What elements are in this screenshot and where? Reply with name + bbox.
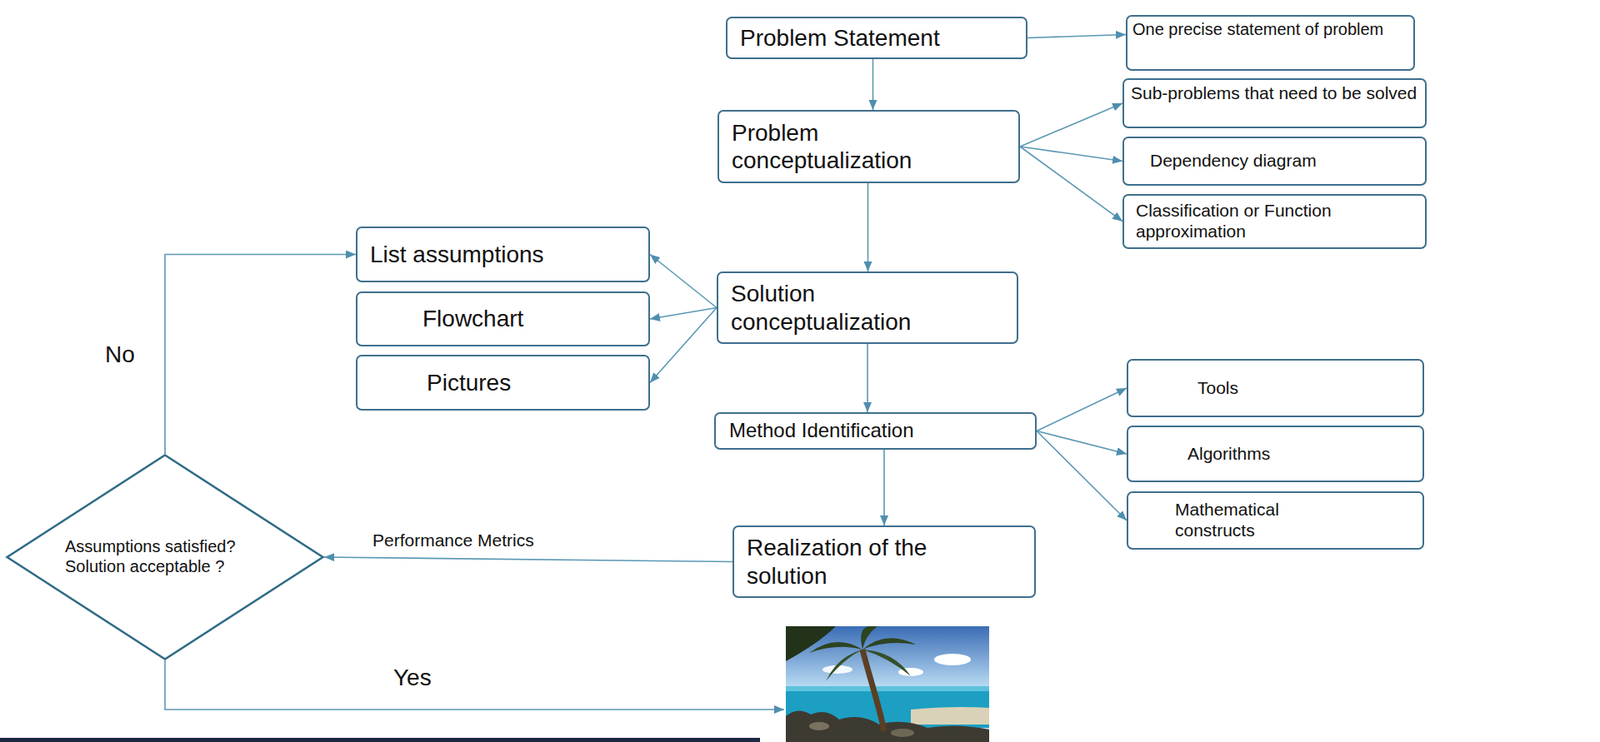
process-box: Mathematical constructs	[1126, 491, 1425, 550]
sea-horizon	[785, 686, 990, 692]
flow-arrow	[165, 255, 356, 455]
process-box: List assumptions	[355, 226, 650, 283]
sky	[785, 626, 990, 742]
decision-diamond: Assumptions satisfied? Solution acceptab…	[5, 454, 325, 661]
yes-line	[165, 660, 785, 710]
flow-arrow	[872, 59, 875, 110]
foliage	[785, 626, 836, 662]
process-box: Method Identification	[714, 412, 1037, 450]
node-text: Sub-problems that need to be solved	[1130, 83, 1417, 105]
bottom-bar	[0, 738, 760, 742]
rock	[809, 722, 830, 731]
connectors	[165, 34, 1127, 562]
node-text: List assumptions	[370, 240, 545, 269]
process-box: Classification or Function approximation	[1122, 194, 1427, 250]
flow-arrow	[1020, 146, 1123, 222]
cloud	[934, 654, 971, 666]
diamond-shape	[7, 455, 324, 660]
node-text: One precise statement of problem	[1132, 20, 1384, 40]
node-text: Tools	[1197, 378, 1239, 400]
flow-arrow	[650, 308, 717, 320]
node-text: Method Identification	[729, 419, 914, 443]
node-text: Dependency diagram	[1150, 150, 1317, 172]
flow-arrow	[650, 308, 717, 384]
palm-leaf	[809, 642, 863, 654]
flow-arrow	[883, 450, 885, 526]
flow-arrow	[1020, 146, 1123, 162]
process-box: Sub-problems that need to be solved	[1122, 78, 1427, 129]
node-text: Pictures	[426, 369, 511, 397]
node-text: Mathematical constructs	[1175, 500, 1300, 542]
edge-label: Performance Metrics	[372, 530, 535, 551]
flow-arrow	[1036, 431, 1127, 455]
palm-leaf	[860, 626, 878, 650]
process-box: Solution conceptualization	[716, 271, 1019, 345]
flow-arrow	[1036, 431, 1127, 522]
node-text: Assumptions satisfied? Solution acceptab…	[65, 537, 265, 577]
node-text: Problem Statement	[740, 24, 940, 52]
flow-arrow	[867, 183, 870, 272]
flow-arrow	[324, 557, 733, 563]
process-box: Flowchart	[355, 291, 650, 347]
node-text: Problem conceptualization	[731, 119, 932, 175]
rock	[890, 729, 915, 738]
palm-leaf	[862, 638, 916, 650]
process-box: Algorithms	[1126, 425, 1425, 483]
beach-picture	[785, 626, 990, 742]
node-text: Solution conceptualization	[730, 280, 931, 335]
flow-arrow	[1020, 103, 1123, 147]
process-box: One precise statement of problem	[1125, 15, 1415, 71]
process-box: Dependency diagram	[1122, 136, 1427, 186]
flow-arrow	[866, 344, 869, 413]
node-text: Realization of the solution	[746, 534, 955, 590]
flow-arrow	[1036, 388, 1127, 432]
process-box: Problem Statement	[725, 16, 1028, 60]
edge-label: No	[105, 341, 135, 369]
rocks	[785, 710, 990, 742]
palm-leaf	[825, 650, 863, 682]
flow-arrow	[650, 255, 717, 309]
node-text: Classification or Function approximation	[1135, 200, 1386, 243]
process-box: Problem conceptualization	[717, 110, 1020, 184]
process-box: Realization of the solution	[732, 525, 1036, 599]
node-text: Algorithms	[1187, 444, 1270, 465]
branch-label: Yes	[393, 665, 432, 692]
process-box: Pictures	[355, 355, 650, 411]
flow-arrow	[1027, 34, 1126, 38]
palm-leaf	[862, 650, 911, 677]
process-box: Tools	[1126, 359, 1425, 418]
palm-trunk	[862, 650, 885, 732]
sand	[910, 707, 990, 725]
node-text: Flowchart	[422, 305, 524, 333]
